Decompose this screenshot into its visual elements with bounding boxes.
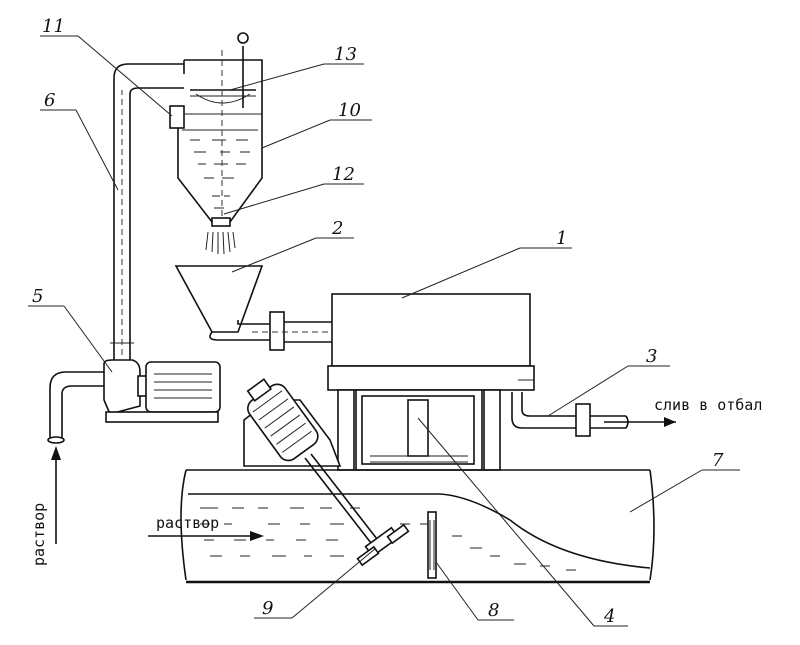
discharge-pipe-3 [512,392,676,436]
label-11: 11 [42,16,65,37]
tank-7 [181,470,654,582]
apparatus-1 [328,294,534,470]
label-13: 13 [334,44,357,65]
label-7: 7 [712,450,724,471]
discharge-label: слив в отбал [654,396,762,414]
label-2: 2 [331,218,343,239]
label-5: 5 [32,286,43,307]
label-4: 4 [603,606,615,627]
funnel-2 [176,266,332,350]
label-6: 6 [44,90,55,111]
label-9: 9 [262,598,273,619]
label-8: 8 [488,600,499,621]
label-10: 10 [338,100,361,121]
separator-10 [170,33,262,254]
pump-unit-5 [48,360,220,443]
label-3: 3 [646,346,657,367]
solution-label-channel: раствор [156,514,219,532]
solution-label-vertical: раствор [30,503,48,566]
label-1: 1 [556,228,567,249]
label-12: 12 [332,164,355,185]
